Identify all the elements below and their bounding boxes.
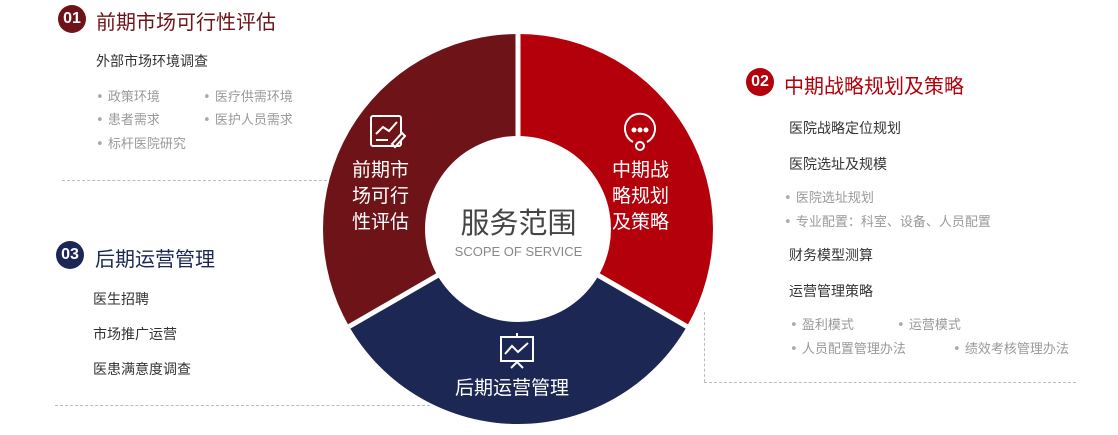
list-item: 标杆医院研究 <box>96 133 186 152</box>
divider <box>704 312 705 382</box>
divider <box>62 180 332 181</box>
section3-title: 后期运营管理 <box>95 247 215 271</box>
list-item: 运营管理策略 <box>789 284 873 300</box>
list-item: 医护人员需求 <box>203 109 293 128</box>
list-item: 市场推广运营 <box>93 327 177 343</box>
section3-badge: 03 <box>56 241 84 269</box>
section2-badge: 02 <box>746 68 774 96</box>
list-item: 医疗供需环境 <box>203 86 293 105</box>
list-item: 政策环境 <box>96 86 160 105</box>
list-item: 财务模型测算 <box>789 248 873 264</box>
list-item: 医生招聘 <box>93 292 149 308</box>
center-subtitle: SCOPE OF SERVICE <box>454 244 583 259</box>
list-item: 患者需求 <box>96 109 160 128</box>
section2-title: 中期战略规划及策略 <box>784 74 964 98</box>
divider <box>704 382 1076 383</box>
chat-bubble-icon <box>624 112 656 151</box>
divider <box>55 405 430 406</box>
segment-phase2-label: 中期战略规划及策略 <box>612 159 670 233</box>
section1-badge: 01 <box>58 5 86 33</box>
segment-phase3-label: 后期运营管理 <box>455 377 570 399</box>
chart-edit-icon <box>370 115 407 149</box>
center-title: 服务范围 <box>460 206 577 240</box>
list-item: 专业配置：科室、设备、人员配置 <box>784 211 991 230</box>
list-item: 医院选址规划 <box>784 187 874 206</box>
section1-title: 前期市场可行性评估 <box>96 10 276 34</box>
list-item: 绩效考核管理办法 <box>953 338 1069 357</box>
list-item: 运营模式 <box>897 314 961 333</box>
list-item: 人员配置管理办法 <box>790 338 906 357</box>
segment-phase1-label: 前期市场可行性评估 <box>352 159 410 233</box>
list-item: 医院选址及规模 <box>789 157 887 173</box>
section1-subtitle: 外部市场环境调查 <box>96 54 208 70</box>
presentation-board-icon <box>500 333 534 369</box>
list-item: 医院战略定位规划 <box>789 121 901 137</box>
list-item: 盈利模式 <box>790 314 854 333</box>
list-item: 医患满意度调查 <box>93 362 191 378</box>
